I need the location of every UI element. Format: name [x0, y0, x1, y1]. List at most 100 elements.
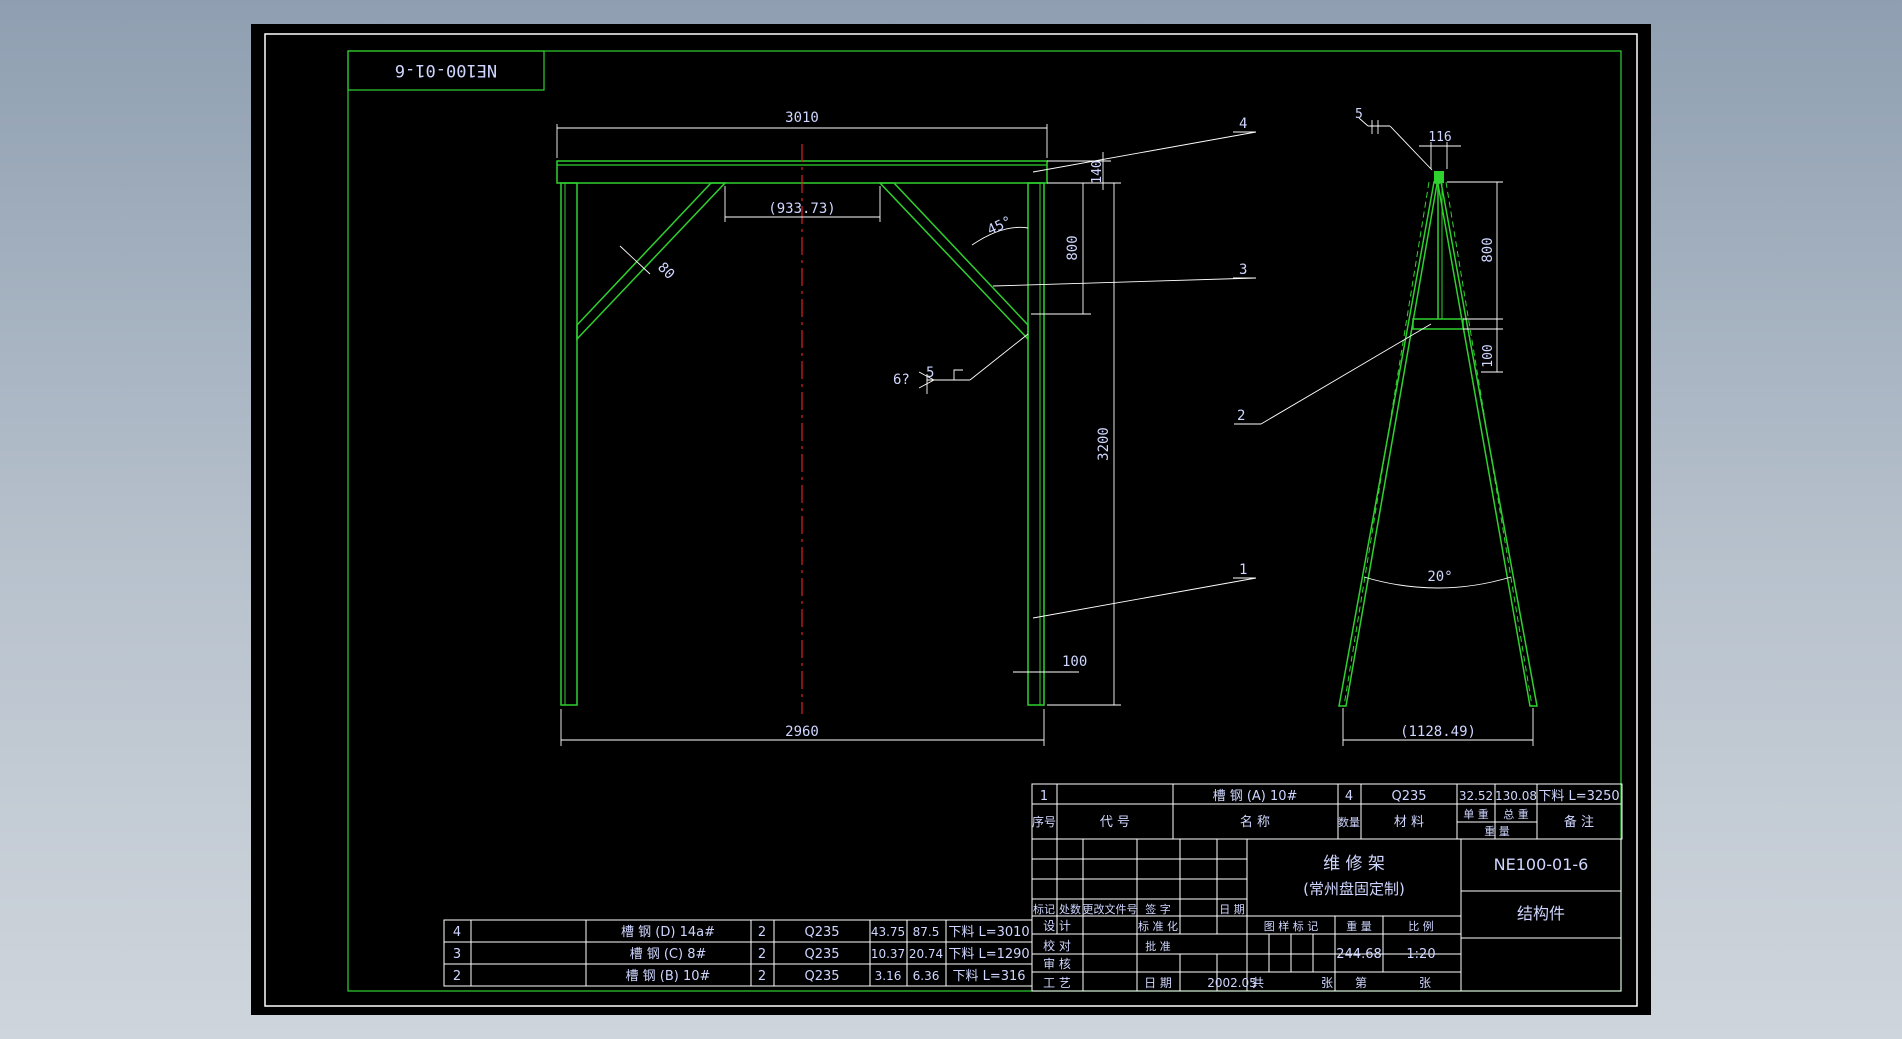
- lower-row: 3 槽 钢 (C) 8# 2 Q235 10.37 20.74 下料 L=129…: [453, 947, 1030, 962]
- weight-value: 244.68: [1336, 947, 1382, 962]
- right-column: [1027, 182, 1045, 706]
- leader-2: 2: [1237, 408, 1245, 424]
- weld-note-size: 5: [926, 365, 934, 381]
- label-sheet-no: 第: [1355, 976, 1367, 990]
- side-dim-angle: 20°: [1427, 569, 1452, 585]
- lower-row-w1: 43.75: [871, 925, 905, 939]
- hdr-total-weight: 总 重: [1503, 807, 1529, 821]
- side-dim-top: 116: [1428, 130, 1451, 145]
- inner-frame: [347, 50, 1622, 992]
- lower-row-no: 2: [453, 969, 461, 984]
- label-sheet-unit2: 张: [1419, 976, 1431, 990]
- lower-row-note: 下料 L=316: [952, 969, 1025, 984]
- mirrored-drawing-code: NE100-01-6: [395, 60, 497, 80]
- hdr-name: 名 称: [1240, 814, 1270, 830]
- dim-bottom-width: 2960: [785, 724, 819, 740]
- hdr-code: 代 号: [1100, 815, 1130, 830]
- drawing-number: NE100-01-6: [1494, 855, 1589, 874]
- side-dim-lower: 100: [1481, 344, 1496, 367]
- dim-brace-width: 80: [654, 260, 677, 283]
- lower-row-w2: 6.36: [913, 969, 940, 983]
- upper-row-material: Q235: [1391, 789, 1426, 804]
- drawing-sheet: NE100-01-6 3010 (933.73) 45° 8: [251, 24, 1651, 1015]
- label-weight: 重 量: [1346, 919, 1372, 933]
- right-brace: [878, 182, 1029, 341]
- side-top-block: [1434, 171, 1444, 183]
- side-dim-base: (1128.49): [1400, 724, 1476, 740]
- side-dim-height: 800: [1480, 237, 1496, 262]
- lower-row-name: 槽 钢 (B) 10#: [626, 969, 711, 984]
- mirrored-code-box: [347, 50, 545, 91]
- cad-drawing: NE100-01-6 3010 (933.73) 45° 8: [264, 33, 1638, 1007]
- dim-brace-angle: 45°: [985, 213, 1015, 238]
- left-column: [560, 182, 578, 706]
- label-scale: 比 例: [1408, 919, 1434, 933]
- hdr-note: 备 注: [1564, 814, 1594, 830]
- drawing-type: 结构件: [1517, 904, 1565, 923]
- hdr-unit-weight: 单 重: [1463, 807, 1489, 821]
- role-review: 审 核: [1043, 956, 1071, 971]
- role-design: 设 计: [1043, 919, 1071, 933]
- dim-top-width: 3010: [785, 110, 819, 126]
- role-check: 校 对: [1043, 938, 1071, 953]
- upper-row-unit-weight: 32.52: [1459, 789, 1493, 803]
- leader-1: 1: [1239, 562, 1247, 578]
- leader-3: 3: [1239, 262, 1247, 278]
- side-left-leg: [1338, 180, 1438, 707]
- dim-foot: 100: [1062, 654, 1087, 670]
- upper-row-note: 下料 L=3250: [1538, 789, 1619, 804]
- side-right-leg: [1437, 180, 1538, 707]
- hdr-material: 材 料: [1394, 815, 1424, 830]
- rev-hdr-doc: 更改文件号: [1083, 902, 1138, 916]
- lower-row-name: 槽 钢 (D) 14a#: [621, 925, 715, 940]
- parts-table-upper: 1 槽 钢 (A) 10# 4 Q235 32.52 130.08 下料 L=3…: [1031, 783, 1623, 840]
- title-block: 标记 处数 更改文件号 签 字 日 期 设 计 校 对 审 核 工 艺 标 准 …: [1031, 838, 1622, 992]
- role-process: 工 艺: [1043, 976, 1071, 990]
- dim-beam-height: 140: [1090, 160, 1105, 183]
- lower-row-w2: 20.74: [909, 947, 943, 961]
- label-stage: 图 样 标 记: [1264, 919, 1319, 933]
- upper-row-total-weight: 130.08: [1495, 789, 1537, 803]
- drawing-subtitle: (常州盘固定制): [1303, 880, 1405, 898]
- lower-row-material: Q235: [804, 969, 839, 984]
- lower-row-w2: 87.5: [913, 925, 940, 939]
- lower-row-material: Q235: [804, 925, 839, 940]
- parts-table-lower: 4 槽 钢 (D) 14a# 2 Q235 43.75 87.5 下料 L=30…: [443, 919, 1033, 987]
- label-sheet-unit: 张: [1321, 976, 1333, 990]
- rev-hdr-sign: 签 字: [1145, 902, 1171, 916]
- label-date: 日 期: [1144, 976, 1172, 990]
- rev-hdr-count: 处数: [1059, 903, 1081, 916]
- dim-column-height: 3200: [1096, 427, 1112, 461]
- dim-brace-span: (933.73): [768, 201, 835, 217]
- lower-row-qty: 2: [758, 925, 766, 940]
- lower-row-w1: 10.37: [871, 947, 905, 961]
- lower-row-material: Q235: [804, 947, 839, 962]
- label-approve: 批 准: [1145, 939, 1171, 953]
- rev-hdr-mark: 标记: [1033, 902, 1055, 916]
- hdr-qty: 数量: [1338, 816, 1360, 829]
- lower-row-qty: 2: [758, 947, 766, 962]
- lower-row: 4 槽 钢 (D) 14a# 2 Q235 43.75 87.5 下料 L=30…: [453, 925, 1030, 940]
- lower-row-note: 下料 L=3010: [948, 925, 1029, 940]
- label-standardize: 标 准 化: [1138, 919, 1178, 933]
- left-brace: [576, 182, 727, 341]
- outer-border: [264, 33, 1638, 1007]
- side-weld-size: 5: [1355, 107, 1363, 122]
- lower-row-no: 3: [453, 947, 461, 962]
- lower-row: 2 槽 钢 (B) 10# 2 Q235 3.16 6.36 下料 L=316: [453, 969, 1026, 984]
- scale-value: 1:20: [1406, 947, 1435, 962]
- weld-note-num: 6?: [893, 372, 910, 388]
- upper-row-no: 1: [1040, 789, 1048, 804]
- date-value: 2002.05: [1207, 976, 1257, 990]
- lower-row-note: 下料 L=1290: [948, 947, 1029, 962]
- weld-symbol: [918, 333, 1029, 394]
- upper-row-name: 槽 钢 (A) 10#: [1213, 789, 1298, 804]
- hdr-no: 序号: [1032, 814, 1056, 829]
- side-view: 5 116 800 100 20° (1128.49): [1234, 107, 1538, 746]
- dim-brace-height: 800: [1065, 235, 1081, 260]
- front-view: 3010 (933.73) 45° 80 140 800 3200: [556, 110, 1257, 746]
- side-crossbar: [1412, 318, 1464, 330]
- label-total-sheets: 共: [1252, 976, 1264, 990]
- hdr-weight-sub: 重 量: [1484, 824, 1510, 838]
- upper-row-qty: 4: [1345, 789, 1353, 804]
